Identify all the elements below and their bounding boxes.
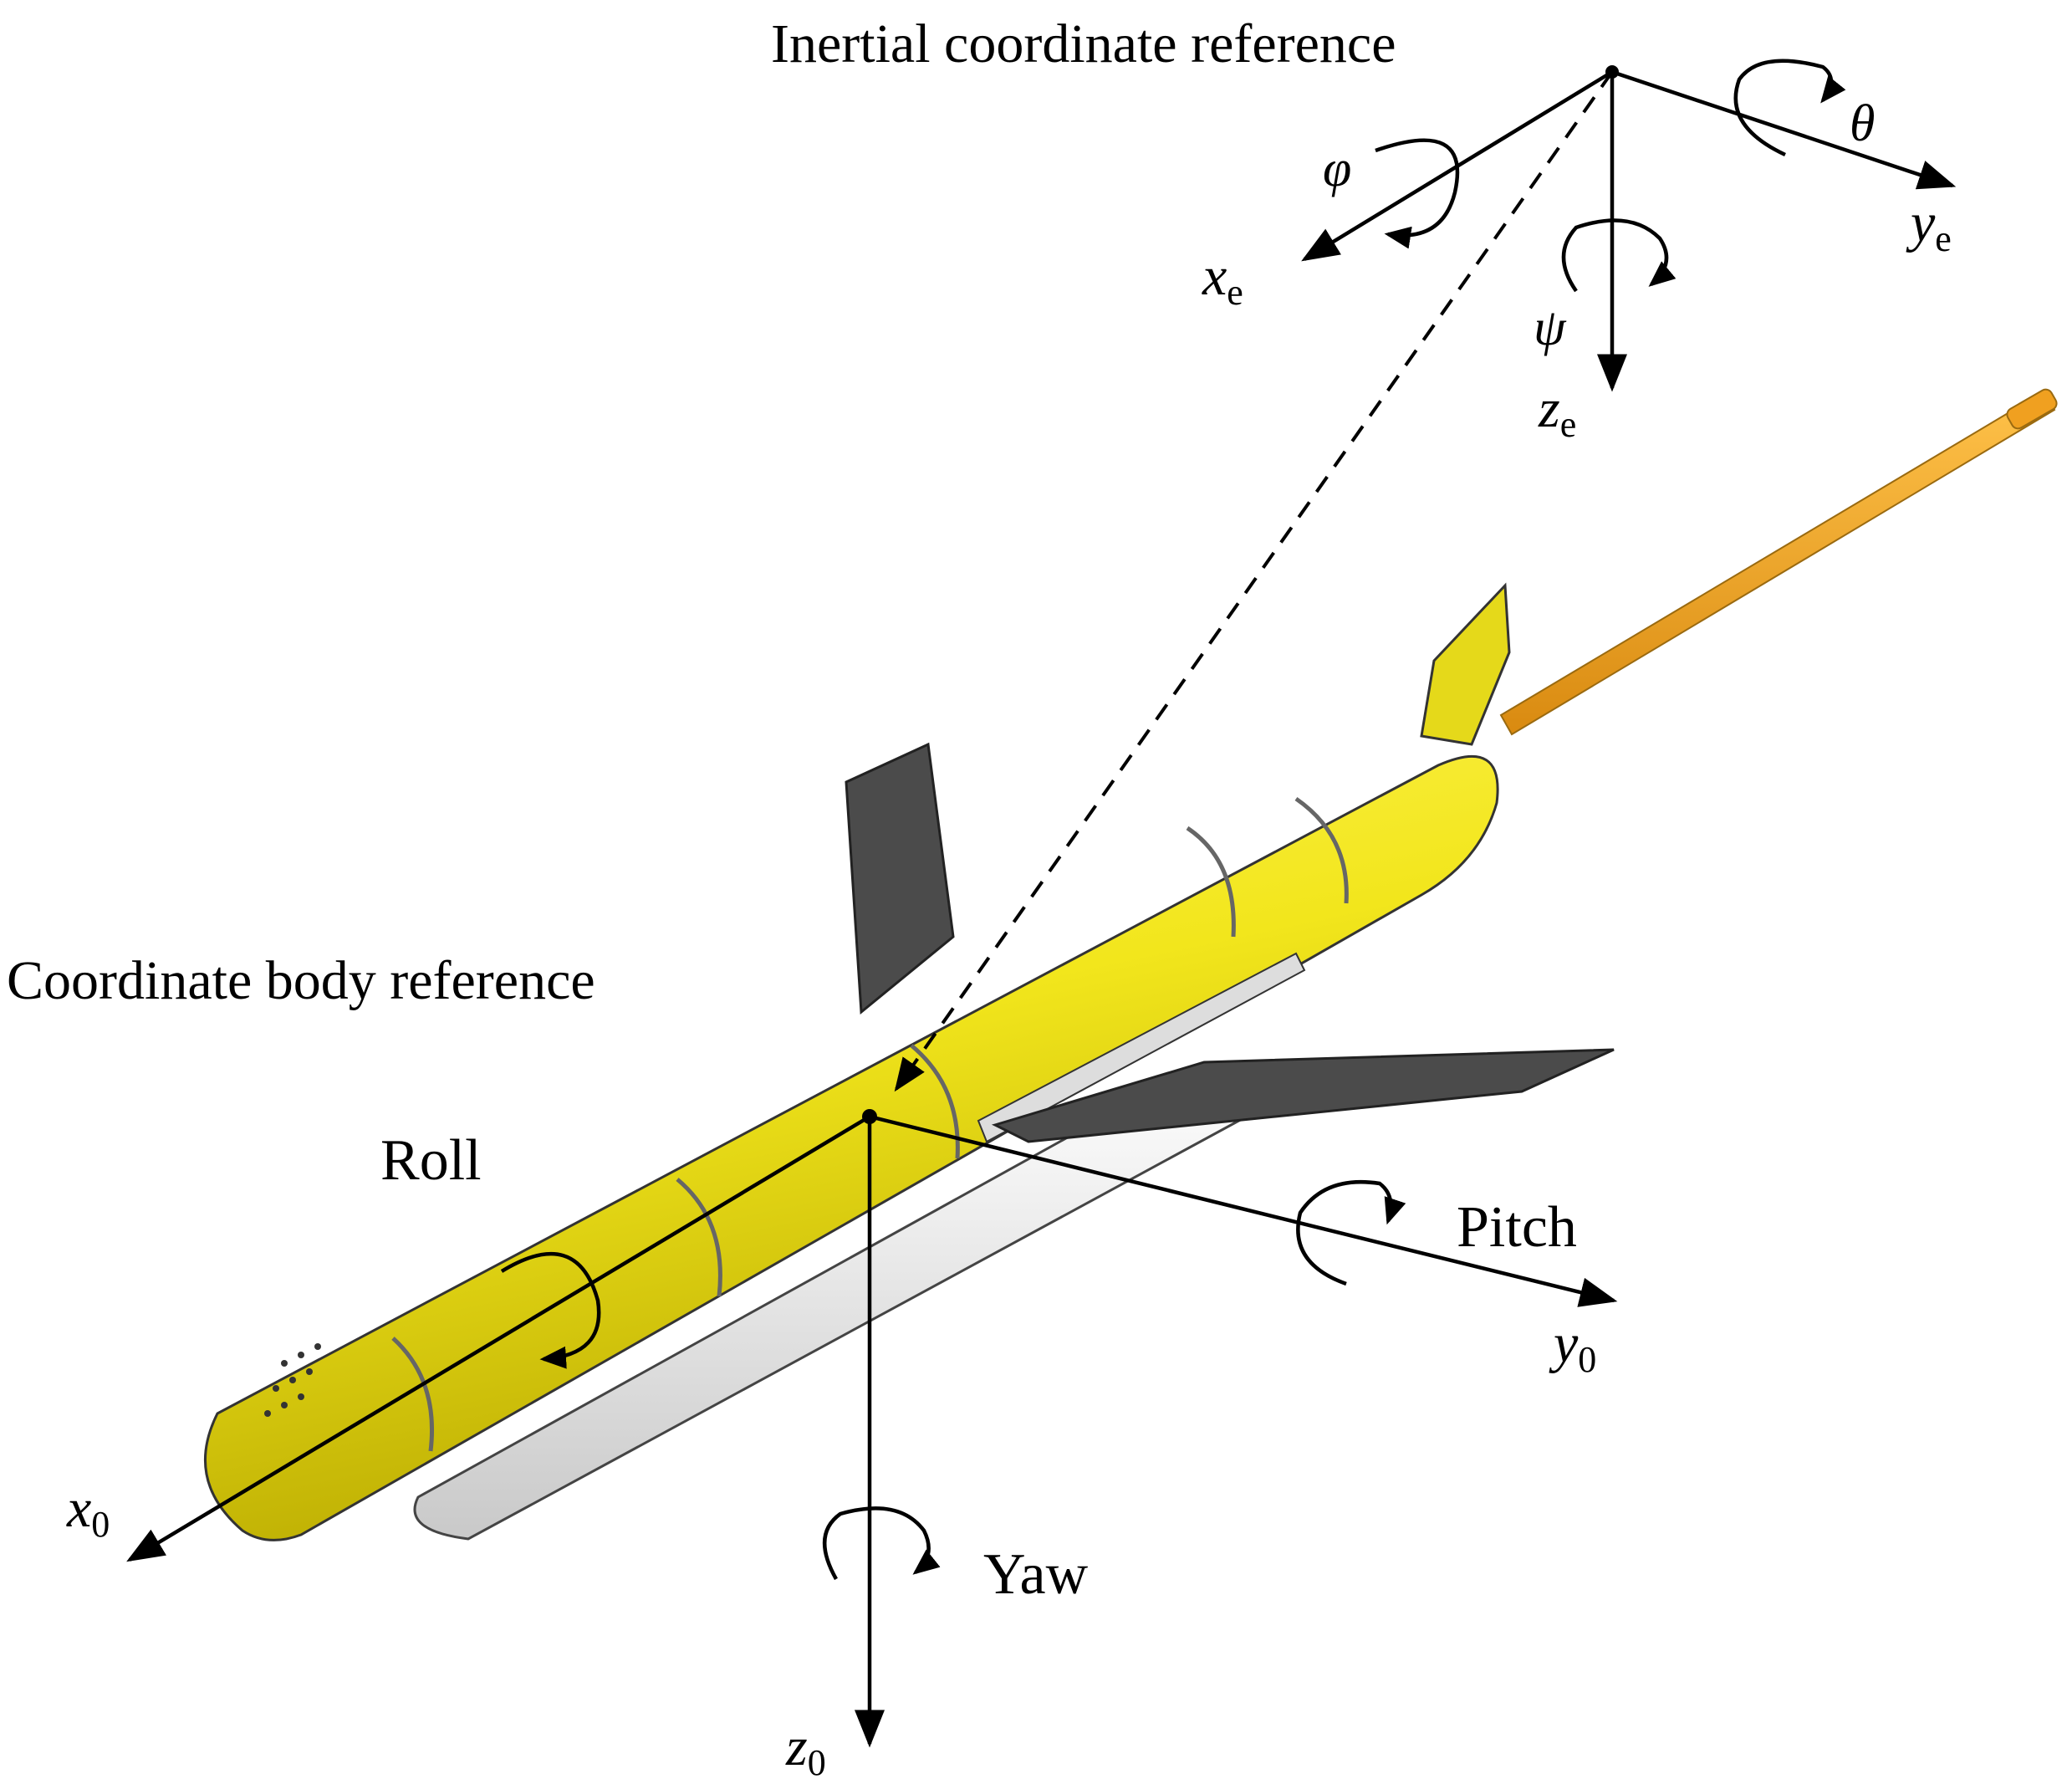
antenna (1499, 390, 2056, 736)
inertial-title: Inertial coordinate reference (771, 13, 1396, 74)
inertial-y-label: ye (1906, 192, 1952, 259)
position-vector (894, 70, 1614, 1092)
pitch-label: Pitch (1457, 1195, 1577, 1260)
body-z-label: z0 (785, 1716, 826, 1783)
wing (991, 1048, 1615, 1143)
body-x-label: x0 (66, 1478, 110, 1545)
theta-label: θ (1850, 95, 1875, 152)
psi-rotation-icon (1561, 218, 1676, 293)
body-x-axis (126, 1115, 871, 1562)
nose-sensors (264, 1343, 321, 1417)
roll-rotation-icon (500, 1251, 601, 1369)
psi-label: ψ (1534, 299, 1567, 356)
hull (204, 754, 1499, 1541)
rudder-fin (1420, 582, 1511, 746)
inertial-y-axis (1611, 69, 1957, 190)
antenna-tip (2006, 388, 2058, 430)
upper-fin (845, 742, 955, 1015)
inertial-x-label: xe (1202, 246, 1243, 313)
side-rail (977, 952, 1306, 1143)
theta-rotation-icon (1733, 59, 1846, 157)
body-frame: Coordinate body reference Roll Pitch Yaw… (7, 950, 1618, 1783)
inertial-frame: Inertial coordinate reference xe ye ze φ… (771, 13, 1957, 445)
roll-label: Roll (380, 1128, 482, 1193)
phi-rotation-icon (1375, 138, 1460, 249)
glider-vehicle (204, 388, 2058, 1541)
yaw-rotation-icon (823, 1506, 941, 1581)
yaw-label: Yaw (983, 1542, 1089, 1607)
belly-pod (413, 1065, 1257, 1541)
inertial-z-label: ze (1538, 378, 1576, 445)
hull-rings (391, 796, 1349, 1452)
body-y-label: y0 (1549, 1313, 1596, 1380)
body-title: Coordinate body reference (7, 950, 595, 1011)
phi-label: φ (1323, 141, 1351, 197)
pitch-rotation-icon (1296, 1179, 1406, 1286)
body-y-axis (869, 1114, 1618, 1307)
